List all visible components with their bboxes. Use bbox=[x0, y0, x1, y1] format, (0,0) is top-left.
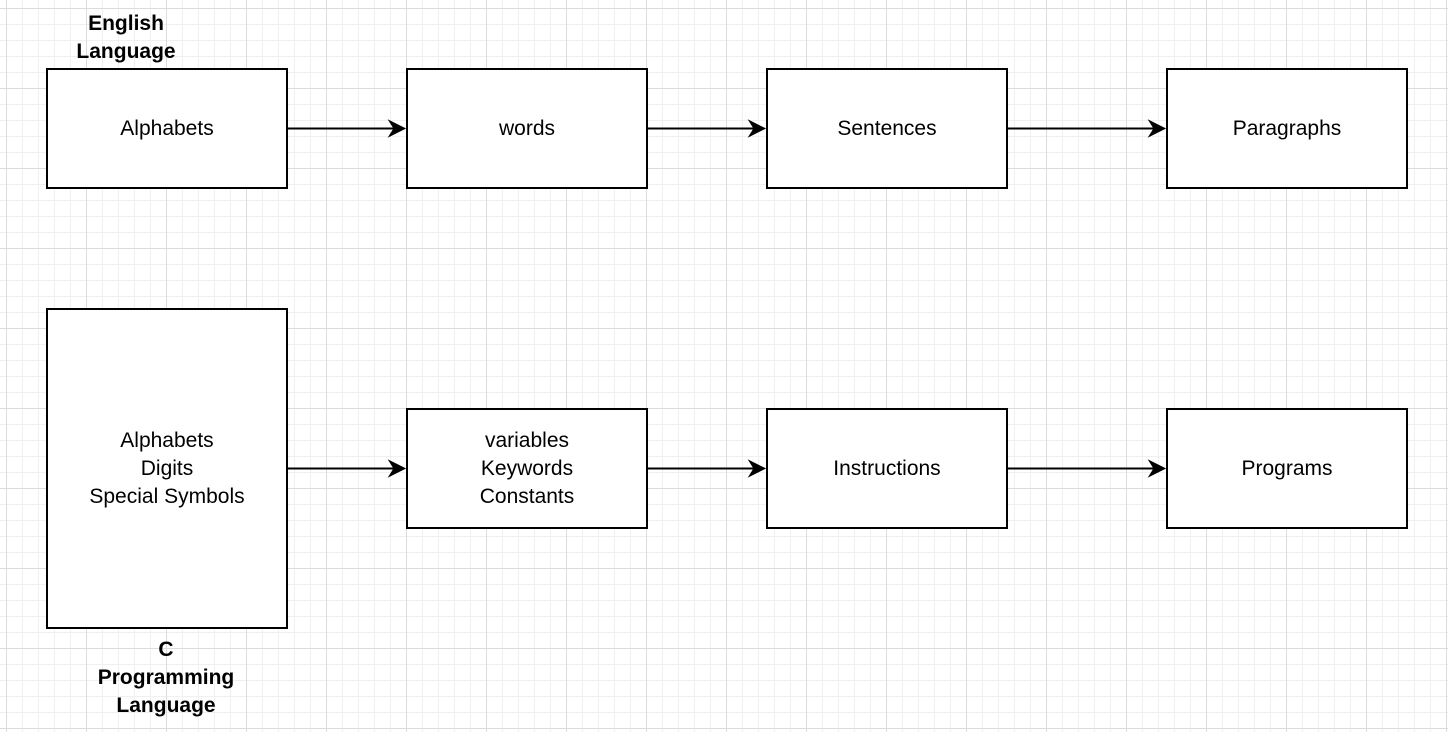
c-instructions-text: Instructions bbox=[833, 456, 941, 480]
c-character-set-box[interactable]: Alphabets Digits Special Symbols bbox=[46, 308, 288, 629]
english-words-text: words bbox=[498, 116, 556, 140]
c-character-set-text: Alphabets Digits Special Symbols bbox=[89, 428, 245, 508]
arrowhead-icon bbox=[1147, 119, 1167, 138]
edge-arrow-1 bbox=[288, 119, 407, 138]
arrowhead-icon bbox=[747, 459, 767, 478]
english-alphabets-box[interactable]: Alphabets bbox=[46, 68, 288, 189]
english-paragraphs-box[interactable]: Paragraphs bbox=[1166, 68, 1408, 189]
edge-arrow-2 bbox=[648, 119, 767, 138]
c-programs-text: Programs bbox=[1241, 456, 1333, 480]
c-programs-box[interactable]: Programs bbox=[1166, 408, 1408, 529]
edge-arrow-4 bbox=[288, 459, 407, 478]
c-tokens-text: variables Keywords Constants bbox=[479, 428, 575, 508]
c-tokens-box[interactable]: variables Keywords Constants bbox=[406, 408, 648, 529]
english-words-box[interactable]: words bbox=[406, 68, 648, 189]
c-programming-language-label: C Programming Language bbox=[97, 638, 235, 717]
english-sentences-box[interactable]: Sentences bbox=[766, 68, 1008, 189]
edge-arrow-6 bbox=[1008, 459, 1167, 478]
arrowhead-icon bbox=[747, 119, 767, 138]
arrowhead-icon bbox=[387, 459, 407, 478]
edge-arrow-5 bbox=[648, 459, 767, 478]
c-instructions-box[interactable]: Instructions bbox=[766, 408, 1008, 529]
arrowhead-icon bbox=[387, 119, 407, 138]
english-language-label: English Language bbox=[76, 12, 176, 63]
english-sentences-text: Sentences bbox=[837, 116, 937, 140]
english-alphabets-text: Alphabets bbox=[120, 116, 214, 140]
edge-arrow-3 bbox=[1008, 119, 1167, 138]
english-paragraphs-text: Paragraphs bbox=[1232, 116, 1342, 140]
arrowhead-icon bbox=[1147, 459, 1167, 478]
